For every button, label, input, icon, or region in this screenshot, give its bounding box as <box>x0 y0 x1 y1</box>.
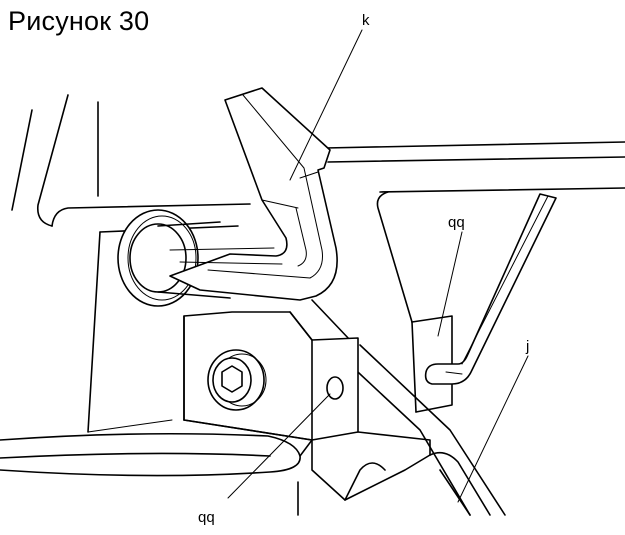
lower-bracket <box>311 431 431 501</box>
socket-head-screw <box>207 349 267 411</box>
figure-title: Рисунок 30 <box>8 6 150 36</box>
callout-qq-bottom: qq <box>198 509 215 526</box>
cylinder-boss <box>117 209 231 307</box>
cylinder-base <box>0 432 313 516</box>
callout-qq-top: qq <box>448 214 465 231</box>
right-rails <box>324 141 625 413</box>
block-hole <box>326 376 344 400</box>
right-hex-key <box>424 193 557 385</box>
callout-k: k <box>362 12 370 29</box>
upper-hex-key <box>169 87 338 301</box>
callout-j: j <box>525 338 529 355</box>
leader-lines <box>227 29 529 503</box>
diagonal-bars <box>311 299 506 516</box>
